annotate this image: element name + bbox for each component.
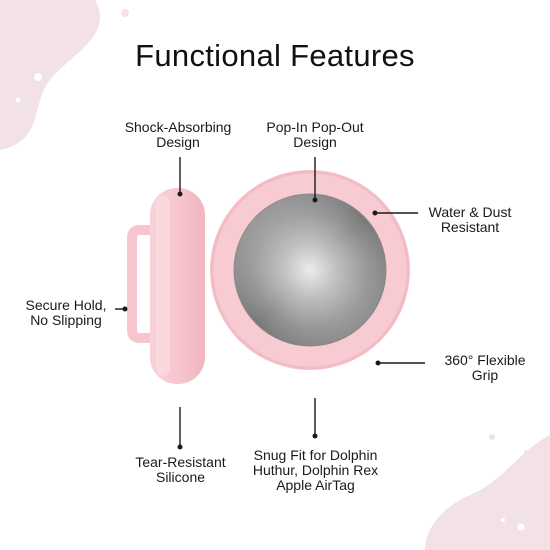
label-shock-absorbing: Shock-Absorbing Design — [124, 119, 232, 150]
decor-dot — [121, 9, 129, 17]
top-left-blob — [0, 0, 101, 150]
label-flexible-grip: 360° Flexible Grip — [444, 352, 526, 383]
label-pop-in: Pop-In Pop-Out Design — [266, 119, 364, 150]
decor-dot — [517, 523, 525, 531]
page-title: Functional Features — [135, 38, 415, 73]
decor-dot — [524, 450, 528, 454]
label-snug-fit: Snug Fit for Dolphin Huthur, Dolphin Rex… — [252, 447, 379, 493]
decor-dot — [501, 518, 505, 522]
label-secure-hold: Secure Hold, No Slipping — [25, 297, 107, 328]
label-water-dust: Water & Dust Resistant — [428, 204, 512, 235]
decor-dot — [15, 97, 21, 103]
label-tear-resistant: Tear-Resistant Silicone — [135, 454, 226, 485]
decor-dot — [34, 73, 42, 81]
decor-dot — [489, 434, 495, 440]
bottom-right-blob — [425, 435, 550, 550]
side-loop — [127, 225, 158, 343]
